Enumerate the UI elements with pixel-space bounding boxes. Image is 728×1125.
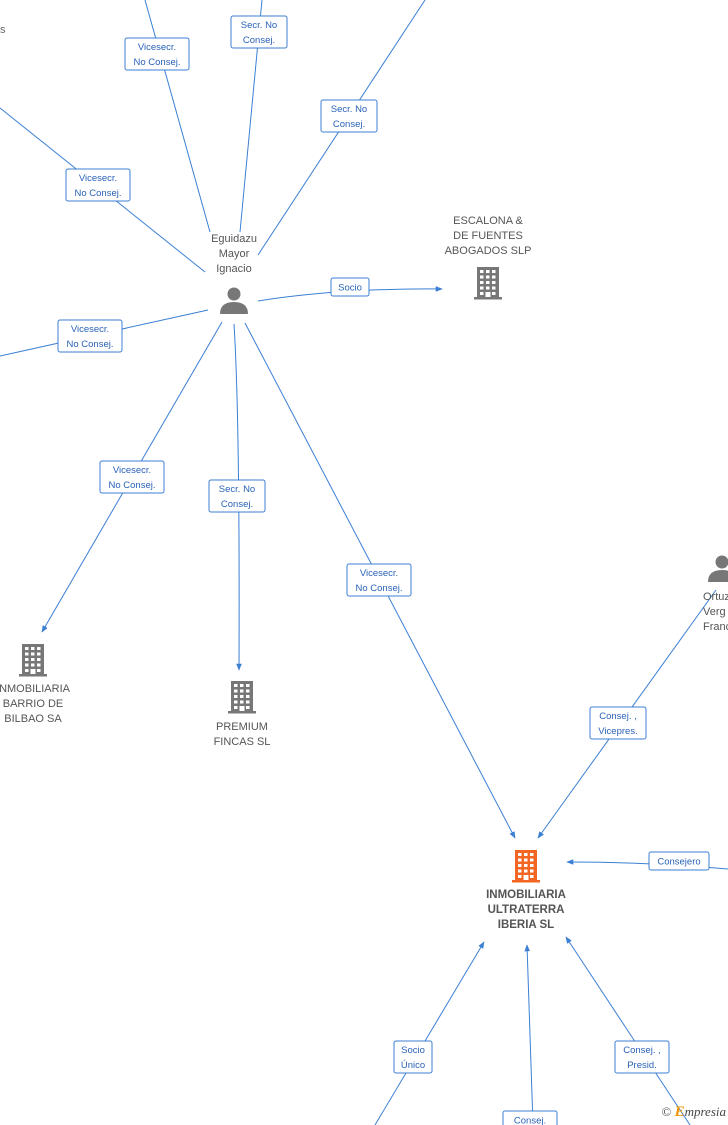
edge-label-box <box>502 1110 558 1125</box>
node-label-line: ULTRATERRA <box>488 904 565 916</box>
node-label-line: Ignacio <box>216 263 251 275</box>
edge-label-text: Consej. <box>514 1116 546 1125</box>
node-label-line: ABOGADOS SLP <box>445 245 532 257</box>
node-ortuz[interactable]: OrtuzVergFranc <box>703 555 728 634</box>
edge-label-box <box>124 37 190 71</box>
node-label-line: ESCALONA & <box>453 215 523 227</box>
edge-label-text: Vicesecr. <box>360 568 398 579</box>
edge-label-e2[interactable]: Secr. No Consej. <box>230 15 288 49</box>
person-icon <box>220 287 248 314</box>
node-escalona[interactable]: ESCALONA & DE FUENTES ABOGADOS SLP <box>445 215 532 300</box>
edge-label-box <box>57 319 123 353</box>
node-label-line: IBERIA SL <box>498 919 554 931</box>
edge-label-e6[interactable]: Vicesecr. No Consej. <box>57 319 123 353</box>
building-icon <box>228 681 256 714</box>
edge-label-text: Vicesecr. <box>79 173 117 184</box>
edge-label-text: Consejero <box>657 857 700 868</box>
edge-label-box <box>330 277 370 297</box>
node-label-line: PREMIUM <box>216 721 268 733</box>
node-label-line: BARRIO DE <box>3 698 64 710</box>
copyright-brand: © Empresia <box>661 1104 726 1121</box>
edge-label-box <box>320 99 378 133</box>
edge-e14 <box>565 936 691 1125</box>
edge-label-box <box>614 1040 670 1074</box>
building-icon <box>474 267 502 300</box>
edge-label-box <box>230 15 288 49</box>
node-label-line: Mayor <box>219 248 250 260</box>
building-icon <box>512 850 540 883</box>
edge-label-e5[interactable]: Socio <box>330 277 370 297</box>
node-label-line: BILBAO SA <box>4 713 62 725</box>
edge-e8 <box>233 323 242 671</box>
edge-label-text: Secr. No <box>331 104 367 115</box>
edge-label-text: Consej. <box>221 499 253 510</box>
node-premium[interactable]: PREMIUM FINCAS SL <box>214 681 271 748</box>
node-label-line: Franc <box>703 621 728 633</box>
building-icon <box>19 644 47 677</box>
edge-label-box <box>589 706 647 740</box>
node-barrio[interactable]: INMOBILIARIA BARRIO DE BILBAO SA <box>0 644 71 725</box>
edge-label-box <box>65 168 131 202</box>
edge-label-e1[interactable]: Vicesecr. No Consej. <box>124 37 190 71</box>
brand-initial: E <box>674 1104 685 1120</box>
node-label-line: FINCAS SL <box>214 736 271 748</box>
node-label-line: Ortuz <box>703 591 728 603</box>
edge-e12 <box>374 941 485 1125</box>
node-label-line: INMOBILIARIA <box>486 889 566 901</box>
node-label-line: DE FUENTES <box>453 230 523 242</box>
edge-e13 <box>524 944 534 1125</box>
edge-label-e11[interactable]: Consejero <box>648 851 710 871</box>
edge-e1 <box>144 0 211 233</box>
edge-label-e10[interactable]: Consej. , Vicepres. <box>589 706 647 740</box>
edge-label-text: Socio <box>338 283 362 294</box>
edge-label-text: No Consej. <box>356 583 403 594</box>
brand-name: mpresia <box>684 1104 726 1119</box>
edge-label-e4[interactable]: Vicesecr. No Consej. <box>65 168 131 202</box>
node-label-line: Eguidazu <box>211 233 257 245</box>
person-icon <box>708 555 728 582</box>
edge-label-e7[interactable]: Vicesecr. No Consej. <box>99 460 165 494</box>
edge-label-text: Vicesecr. <box>138 42 176 53</box>
edge-label-text: Consej. <box>243 35 275 46</box>
edge-label-text: Vicesecr. <box>71 324 109 335</box>
edge-label-text: Secr. No <box>219 484 255 495</box>
edge-label-text: No Consej. <box>134 57 181 68</box>
edge-label-text: No Consej. <box>109 480 156 491</box>
node-ultraterra[interactable]: INMOBILIARIA ULTRATERRA IBERIA SL <box>486 850 566 931</box>
edge-label-text: No Consej. <box>75 188 122 199</box>
edge-label-text: Vicesecr. <box>113 465 151 476</box>
truncated-label: s <box>0 24 6 36</box>
edge-label-box <box>648 851 710 871</box>
edge-label-text: Secr. No <box>241 20 277 31</box>
edge-label-text: Vicepres. <box>598 726 637 737</box>
edge-label-text: Único <box>401 1060 425 1071</box>
edge-label-text: Consej. , <box>623 1045 661 1056</box>
edge-label-box <box>99 460 165 494</box>
edge-label-box <box>346 563 412 597</box>
edge-label-e3[interactable]: Secr. No Consej. <box>320 99 378 133</box>
edge-label-e14[interactable]: Consej. , Presid. <box>614 1040 670 1074</box>
edge-label-text: No Consej. <box>67 339 114 350</box>
copyright-symbol: © <box>661 1104 672 1119</box>
edge-label-text: Consej. <box>333 119 365 130</box>
edge-label-text: Consej. , <box>599 711 637 722</box>
edge-label-text: Socio <box>401 1045 425 1056</box>
edge-labels-layer: Vicesecr.No Consej.Secr. NoConsej.Secr. … <box>57 15 710 1125</box>
edge-label-box <box>208 479 266 513</box>
edge-label-text: Presid. <box>627 1060 657 1071</box>
edge-label-e8[interactable]: Secr. No Consej. <box>208 479 266 513</box>
edge-label-box <box>393 1040 433 1074</box>
node-label-line: INMOBILIARIA <box>0 683 71 695</box>
edge-label-e9[interactable]: Vicesecr. No Consej. <box>346 563 412 597</box>
node-label-line: Verg <box>703 606 726 618</box>
edge-label-e13[interactable]: Consej. <box>502 1110 558 1125</box>
